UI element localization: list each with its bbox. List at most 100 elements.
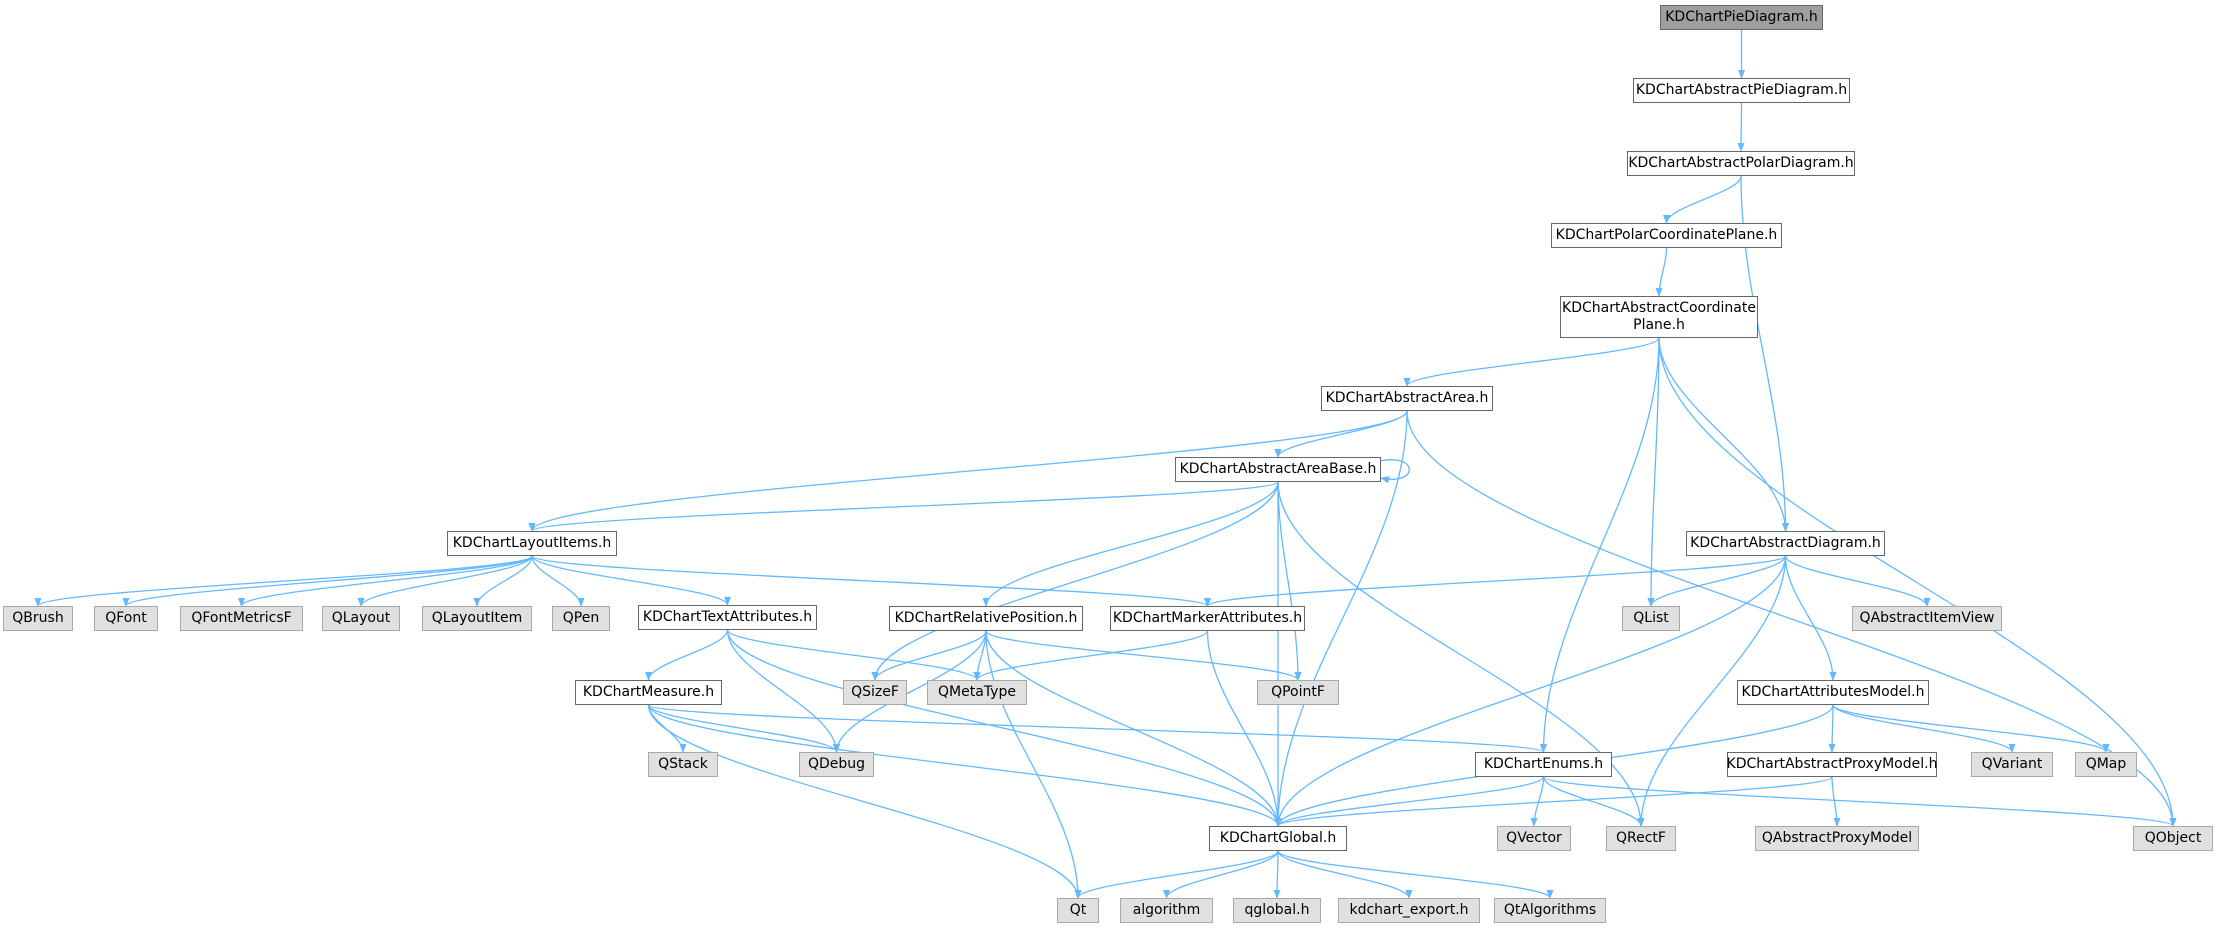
node-qt[interactable]: Qt xyxy=(1057,898,1099,923)
edge-abscoord-to-enums xyxy=(1539,337,1660,753)
edge-textattr-to-qmetatype xyxy=(726,629,981,681)
edge-measure-to-qdebug xyxy=(647,704,841,753)
edge-textattr-to-qdebug xyxy=(726,629,841,753)
edge-polarplane-to-abscoord xyxy=(1655,247,1668,297)
node-qlayout[interactable]: QLayout xyxy=(322,606,400,631)
edge-enums-to-qobject xyxy=(1542,776,2177,827)
node-kdchart-polar-coordinate-plane-h[interactable]: KDChartPolarCoordinatePlane.h xyxy=(1551,223,1782,248)
node-kdchart-abstract-polar-diagram-h[interactable]: KDChartAbstractPolarDiagram.h xyxy=(1627,151,1855,176)
node-kdchart-abstract-proxy-model-h[interactable]: KDChartAbstractProxyModel.h xyxy=(1727,752,1937,777)
edge-textattr-to-measure xyxy=(644,629,729,681)
edge-absarea-to-global xyxy=(1274,410,1408,827)
edge-abscoord-to-absarea xyxy=(1403,337,1660,387)
node-qtalgorithms[interactable]: QtAlgorithms xyxy=(1494,898,1606,923)
edge-global-to-kdexport xyxy=(1277,850,1413,899)
edge-absareabase-to-qrectf xyxy=(1277,481,1645,827)
edge-attrmodel-to-absproxy xyxy=(1828,704,1836,753)
edge-absdiag-to-global xyxy=(1274,555,1787,827)
edge-layout-to-qpen xyxy=(531,555,585,607)
node-qobject[interactable]: QObject xyxy=(2133,826,2213,851)
edge-markattr-to-qmetatype xyxy=(973,630,1209,681)
edge-layout-to-qlayout xyxy=(357,555,533,607)
edge-absareabase-to-relpos xyxy=(982,481,1279,607)
node-qfont[interactable]: QFont xyxy=(94,606,158,631)
edge-global-to-algorithm xyxy=(1162,850,1279,899)
edge-abspolar-to-polarplane xyxy=(1662,175,1742,224)
edge-enums-to-global xyxy=(1274,776,1545,827)
edge-relpos-to-qt xyxy=(985,630,1082,899)
edge-abscoord-to-qlist xyxy=(1647,337,1660,607)
edge-abspie-to-abspolar xyxy=(1737,102,1745,152)
edge-relpos-to-qdebug xyxy=(832,630,987,753)
edge-absareabase-to-absareabase xyxy=(1378,459,1410,484)
edge-layout-to-textattr xyxy=(531,555,732,606)
edge-attrmodel-to-qvariant xyxy=(1832,704,2016,753)
edge-abscoord-to-absdiag xyxy=(1658,337,1790,532)
edge-markattr-to-global xyxy=(1206,630,1282,827)
edge-absarea-to-absareabase xyxy=(1274,410,1408,458)
edge-relpos-to-qsizef xyxy=(871,630,987,681)
edge-textattr-to-global xyxy=(726,629,1282,827)
node-qmetatype[interactable]: QMetaType xyxy=(927,680,1027,705)
edge-measure-to-global xyxy=(647,704,1282,827)
edge-global-to-qt xyxy=(1074,850,1279,899)
node-qbrush[interactable]: QBrush xyxy=(3,606,73,631)
edge-absarea-to-layout xyxy=(528,410,1408,532)
edge-enums-to-qrectf xyxy=(1542,776,1645,827)
edge-absdiag-to-qlist xyxy=(1647,555,1787,607)
edge-relpos-to-qpointf xyxy=(985,630,1302,681)
node-qdebug[interactable]: QDebug xyxy=(799,752,874,777)
node-qrectf[interactable]: QRectF xyxy=(1606,826,1676,851)
node-kdchart-marker-attributes-h[interactable]: KDChartMarkerAttributes.h xyxy=(1110,606,1305,631)
node-qmap[interactable]: QMap xyxy=(2075,752,2137,777)
node-kdchart-attributes-model-h[interactable]: KDChartAttributesModel.h xyxy=(1737,680,1929,705)
node-qlayoutitem[interactable]: QLayoutItem xyxy=(422,606,532,631)
edge-absdiag-to-attrmodel xyxy=(1784,555,1837,681)
edge-global-to-qglobal xyxy=(1273,850,1281,899)
node-qstack[interactable]: QStack xyxy=(648,752,718,777)
edge-relpos-to-global xyxy=(985,630,1282,827)
edge-layout-to-qbrush xyxy=(34,555,533,607)
edge-enums-to-qvector xyxy=(1530,776,1545,827)
node-qpen[interactable]: QPen xyxy=(552,606,610,631)
edge-absareabase-to-qpointf xyxy=(1277,481,1302,681)
edge-abscoord-to-qobject xyxy=(1658,337,2177,827)
edge-layout-to-qlayoutitem xyxy=(473,555,533,607)
node-kdchart-text-attributes-h[interactable]: KDChartTextAttributes.h xyxy=(638,605,817,630)
edge-measure-to-enums xyxy=(647,704,1547,753)
node-qfontmetricsf[interactable]: QFontMetricsF xyxy=(180,606,303,631)
edge-layout-to-qfont xyxy=(122,555,533,607)
edge-global-to-qtalgorithms xyxy=(1277,850,1554,899)
node-kdchart-global-h[interactable]: KDChartGlobal.h xyxy=(1209,826,1347,851)
node-kdchart-export-h[interactable]: kdchart_export.h xyxy=(1338,898,1480,923)
edge-attrmodel-to-qmap xyxy=(1832,704,2110,753)
node-kdchart-abstract-area-h[interactable]: KDChartAbstractArea.h xyxy=(1321,386,1493,411)
node-kdchart-enums-h[interactable]: KDChartEnums.h xyxy=(1475,752,1612,777)
edge-measure-to-qt xyxy=(647,704,1082,899)
node-kdchart-abstract-pie-diagram-h[interactable]: KDChartAbstractPieDiagram.h xyxy=(1633,78,1850,103)
node-qpointf[interactable]: QPointF xyxy=(1257,680,1339,705)
edge-absareabase-to-qsizef xyxy=(871,481,1279,681)
edge-absdiag-to-qabsitemview xyxy=(1784,555,1931,607)
node-kdchart-measure-h[interactable]: KDChartMeasure.h xyxy=(575,680,722,705)
node-kdchart-layout-items-h[interactable]: KDChartLayoutItems.h xyxy=(447,531,617,556)
node-qvector[interactable]: QVector xyxy=(1497,826,1571,851)
node-qlist[interactable]: QList xyxy=(1622,606,1680,631)
edge-absproxy-to-qabsproxymodel xyxy=(1831,776,1841,827)
node-algorithm[interactable]: algorithm xyxy=(1120,898,1213,923)
edge-layout-to-qfontmetrics xyxy=(238,555,533,607)
node-kdchart-pie-diagram-h[interactable]: KDChartPieDiagram.h xyxy=(1660,5,1823,30)
node-qvariant[interactable]: QVariant xyxy=(1971,752,2053,777)
node-qglobal-h[interactable]: qglobal.h xyxy=(1233,898,1321,923)
node-qsizef[interactable]: QSizeF xyxy=(843,680,907,705)
node-kdchart-abstract-diagram-h[interactable]: KDChartAbstractDiagram.h xyxy=(1686,531,1885,556)
node-qabstractproxymodel[interactable]: QAbstractProxyModel xyxy=(1755,826,1919,851)
edge-absdiag-to-markattr xyxy=(1204,555,1787,607)
node-qabstractitemview[interactable]: QAbstractItemView xyxy=(1852,606,2002,631)
edge-layout-to-markattr xyxy=(531,555,1211,607)
node-kdchart-relative-position-h[interactable]: KDChartRelativePosition.h xyxy=(889,606,1083,631)
node-kdchart-abstract-area-base-h[interactable]: KDChartAbstractAreaBase.h xyxy=(1175,457,1381,482)
edge-absareabase-to-layout xyxy=(528,481,1279,532)
